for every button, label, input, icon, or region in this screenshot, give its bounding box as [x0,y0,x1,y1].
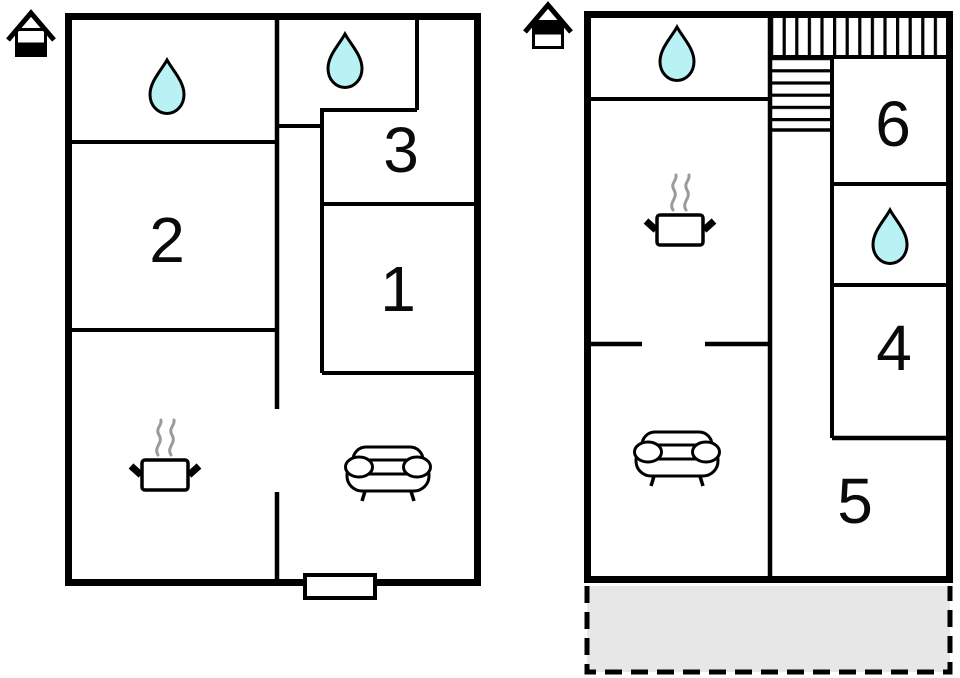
cooking-pot-icon [128,418,202,492]
water-drop-icon [871,206,909,266]
floor-plan-upper: 4 5 6 [523,1,953,675]
water-drop-icon [148,56,186,116]
floor-plan-ground: 1 2 3 [6,9,481,600]
cooking-pot-icon [643,173,717,247]
room-label-3: 3 [383,114,419,186]
ground-floor-outer-wall [65,13,481,586]
ground-floor-interior-walls [65,16,479,581]
upper-floor-interior-walls [584,14,950,581]
window [303,573,377,600]
water-drop-icon [658,23,696,83]
room-label-2: 2 [149,204,185,276]
staircase [771,17,948,130]
room-label-6: 6 [875,88,911,160]
house-upper-floor-icon [523,1,573,49]
terrace [584,586,953,675]
water-drop-icon [326,30,364,90]
sofa-icon [344,445,432,502]
upper-floor-outer-wall [584,11,953,583]
room-label-5: 5 [837,465,873,537]
house-ground-floor-icon [6,9,56,57]
room-label-1: 1 [380,253,416,325]
room-label-4: 4 [876,312,912,384]
sofa-icon [633,430,721,487]
